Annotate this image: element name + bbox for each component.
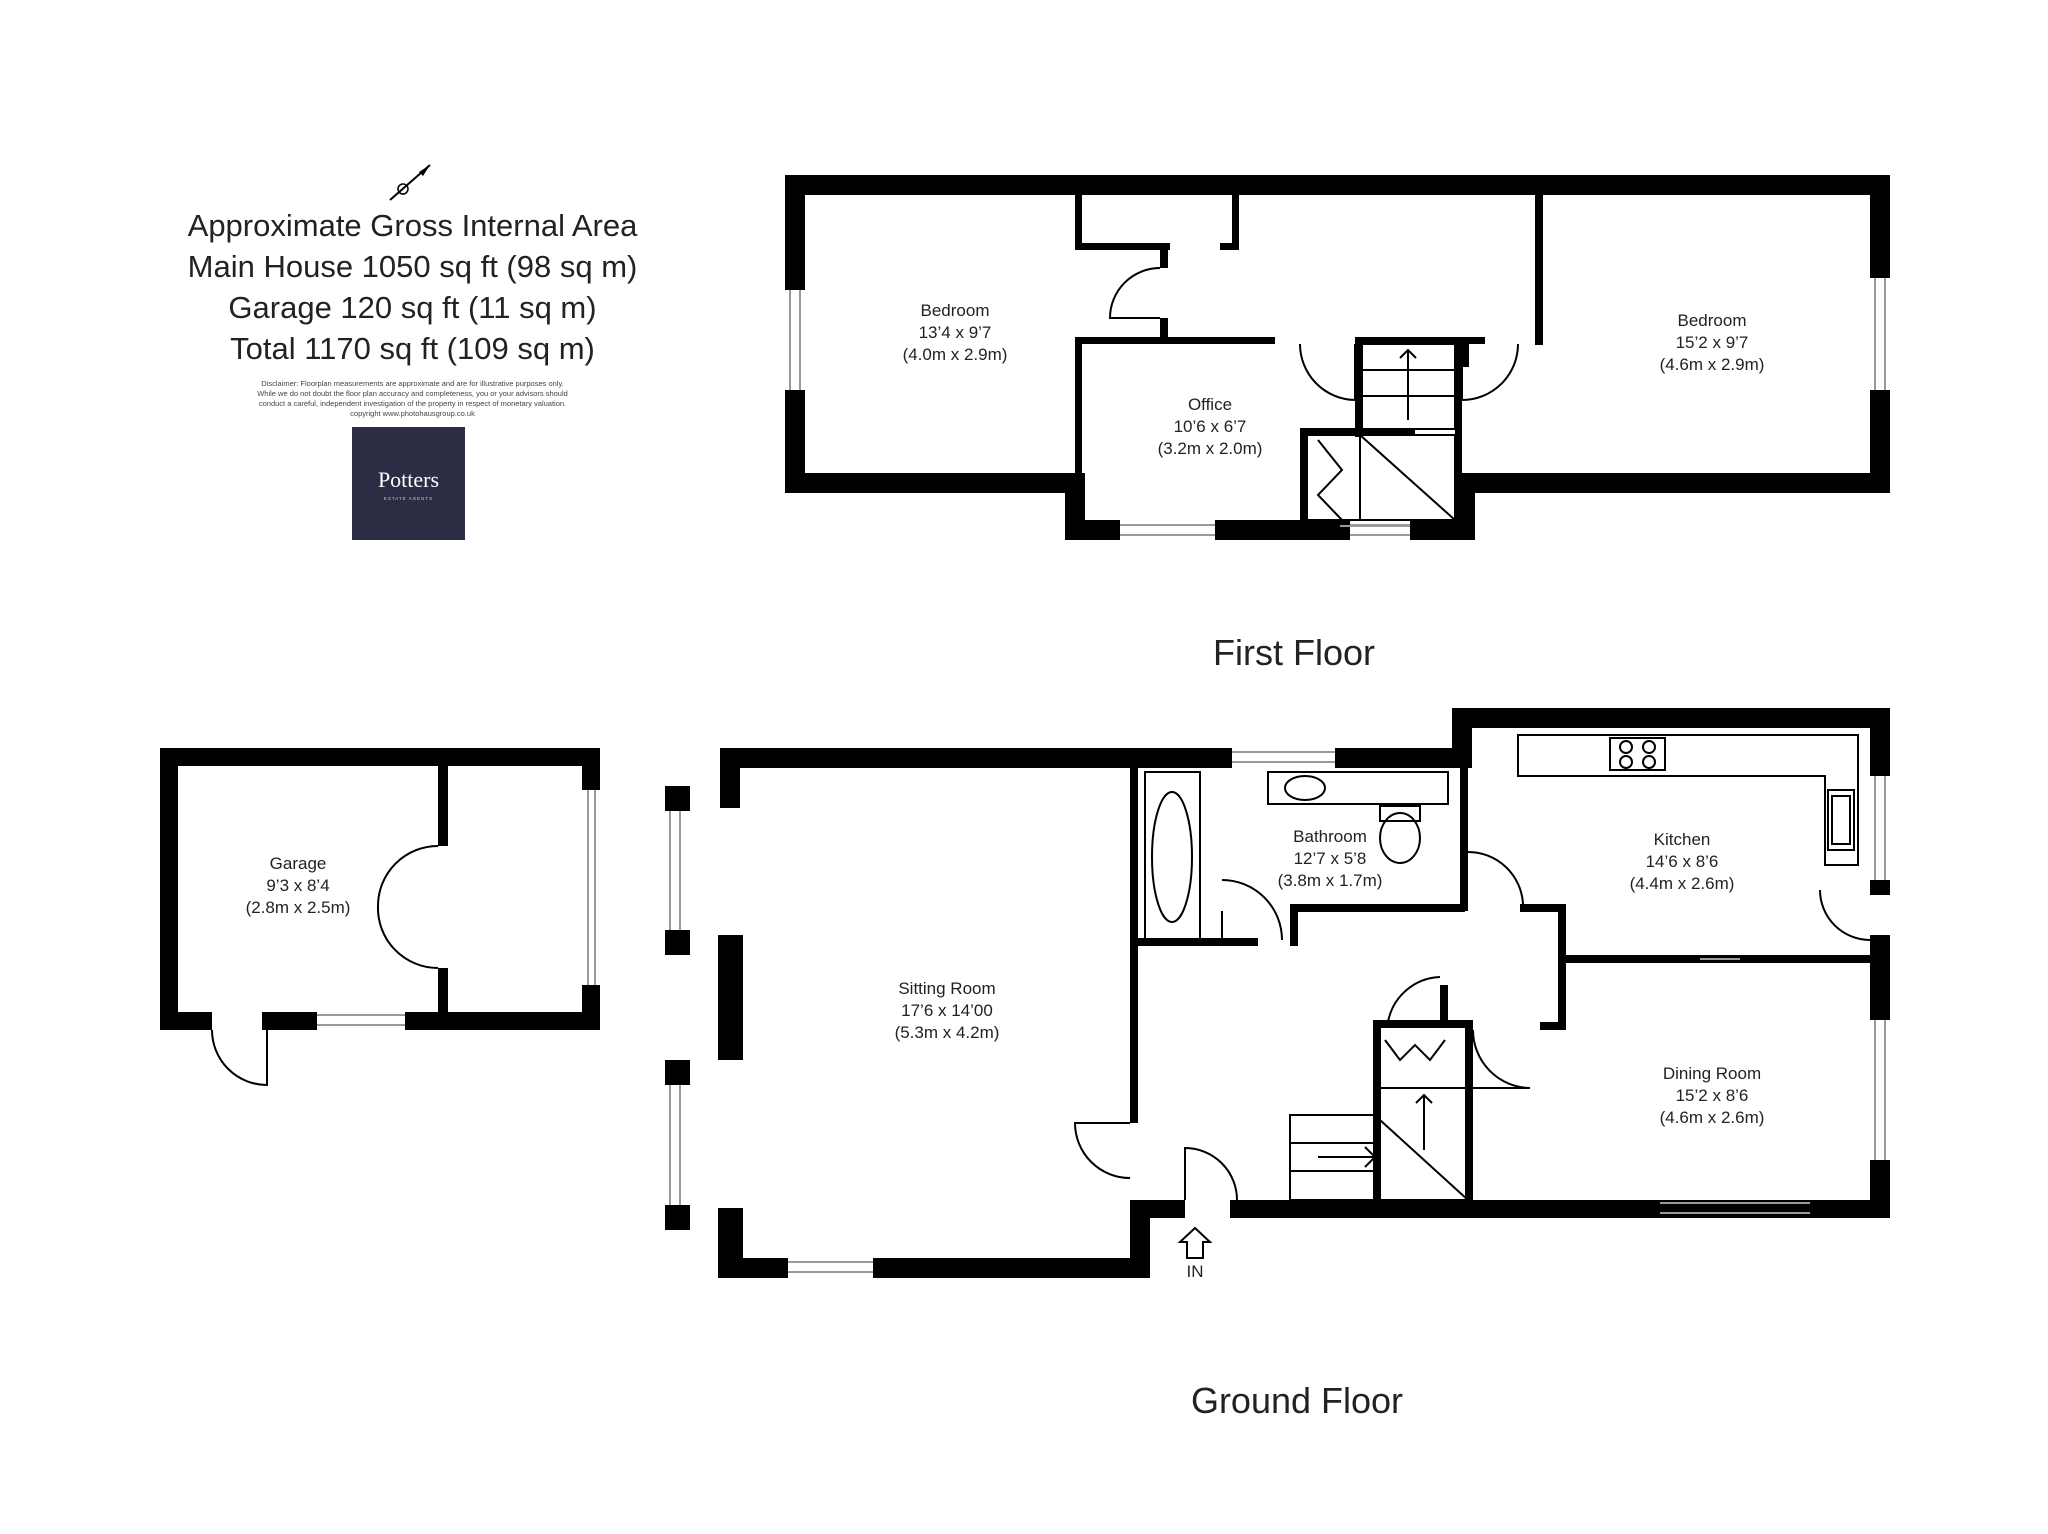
room-name: Sitting Room [898, 979, 996, 998]
disclaimer-line: conduct a careful, independent investiga… [258, 399, 567, 408]
room-imperial: 17’6 x 14’00 [901, 1001, 993, 1020]
agency-logo: Potters ESTATE AGENTS [352, 427, 465, 540]
entrance-arrow-icon [1177, 1226, 1213, 1259]
logo-subtitle: ESTATE AGENTS [383, 495, 434, 501]
disclaimer-line: While we do not doubt the floor plan acc… [257, 389, 568, 398]
room-name: Kitchen [1653, 830, 1711, 849]
room-metric: (4.4m x 2.6m) [1629, 874, 1735, 893]
room-imperial: 15’2 x 9’7 [1675, 333, 1749, 352]
room-name: Bathroom [1293, 827, 1367, 846]
room-dining-room: Dining Room 15’2 x 8’6 (4.6m x 2.6m) [1660, 1063, 1765, 1129]
room-imperial: 10’6 x 6’7 [1173, 417, 1247, 436]
room-imperial: 13’4 x 9’7 [918, 323, 992, 342]
room-imperial: 14’6 x 8’6 [1645, 852, 1719, 871]
stairs [1289, 343, 1469, 1201]
area-garage: Garage 120 sq ft (11 sq m) [228, 290, 597, 325]
room-imperial: 9’3 x 8’4 [266, 876, 330, 895]
doors [211, 267, 1871, 1201]
room-garage: Garage 9’3 x 8’4 (2.8m x 2.5m) [246, 853, 351, 919]
logo-name: Potters [377, 466, 440, 492]
area-title: Approximate Gross Internal Area [187, 208, 638, 243]
room-bedroom-1: Bedroom 13’4 x 9’7 (4.0m x 2.9m) [903, 300, 1008, 366]
room-imperial: 12’7 x 5’8 [1293, 849, 1367, 868]
area-summary: Approximate Gross Internal Area Main Hou… [140, 205, 685, 419]
room-name: Bedroom [1677, 311, 1747, 330]
room-name: Dining Room [1662, 1064, 1762, 1083]
room-metric: (3.2m x 2.0m) [1157, 439, 1263, 458]
room-kitchen: Kitchen 14’6 x 8’6 (4.4m x 2.6m) [1630, 829, 1735, 895]
room-name: Garage [269, 854, 327, 873]
room-metric: (2.8m x 2.5m) [245, 898, 351, 917]
room-name: Office [1187, 395, 1233, 414]
room-metric: (4.0m x 2.9m) [902, 345, 1008, 364]
floor-title-ground: Ground Floor [1190, 1380, 1404, 1421]
fixtures [1144, 734, 1859, 943]
windows [317, 278, 1886, 1273]
room-office: Office 10’6 x 6’7 (3.2m x 2.0m) [1158, 394, 1263, 460]
room-metric: (5.3m x 4.2m) [894, 1023, 1000, 1042]
room-imperial: 15’2 x 8’6 [1675, 1086, 1749, 1105]
area-total: Total 1170 sq ft (109 sq m) [230, 331, 595, 366]
room-metric: (3.8m x 1.7m) [1277, 871, 1383, 890]
entrance-label: IN [1186, 1262, 1204, 1281]
room-sitting-room: Sitting Room 17’6 x 14’00 (5.3m x 4.2m) [895, 978, 1000, 1044]
disclaimer-line: copyright www.photohausgroup.co.uk [350, 409, 475, 418]
room-metric: (4.6m x 2.6m) [1659, 1108, 1765, 1127]
disclaimer-line: Disclaimer: Floorplan measurements are a… [261, 379, 564, 388]
room-bathroom: Bathroom 12’7 x 5’8 (3.8m x 1.7m) [1278, 826, 1383, 892]
room-name: Bedroom [920, 301, 990, 320]
north-arrow-icon [389, 164, 431, 201]
floor-title-first: First Floor [1213, 632, 1375, 673]
disclaimer: Disclaimer: Floorplan measurements are a… [140, 379, 685, 419]
area-main-house: Main House 1050 sq ft (98 sq m) [187, 249, 638, 284]
room-metric: (4.6m x 2.9m) [1659, 355, 1765, 374]
room-bedroom-2: Bedroom 15’2 x 9’7 (4.6m x 2.9m) [1660, 310, 1765, 376]
